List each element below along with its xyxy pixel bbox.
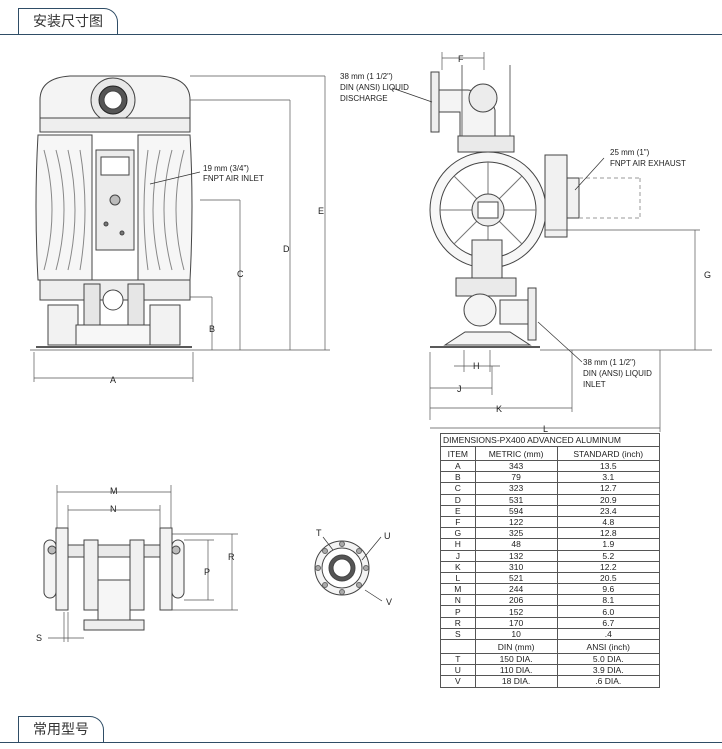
air-inlet-label: FNPT AIR INLET bbox=[203, 174, 264, 183]
side-view-pump bbox=[429, 65, 641, 348]
dim-label-g: G bbox=[704, 270, 711, 280]
dim-label-d: D bbox=[283, 244, 290, 254]
discharge-size: 38 mm (1 1/2") bbox=[340, 72, 393, 81]
liquid-inlet-size: 38 mm (1 1/2") bbox=[583, 358, 636, 367]
header-standard: STANDARD (inch) bbox=[556, 446, 661, 461]
section-divider bbox=[0, 742, 722, 743]
front-view-dimension-lines bbox=[30, 75, 330, 382]
discharge-type: DIN (ANSI) LIQUID bbox=[340, 83, 409, 92]
dim-label-b: B bbox=[209, 324, 215, 334]
dim-label-m: M bbox=[110, 486, 118, 496]
dim-label-h: H bbox=[473, 361, 480, 371]
liquid-inlet-label: INLET bbox=[583, 380, 606, 389]
dim-label-p: P bbox=[204, 567, 210, 577]
air-exhaust-label: FNPT AIR EXHAUST bbox=[610, 159, 686, 168]
side-view-dimension-lines bbox=[391, 52, 712, 432]
dim-label-n: N bbox=[110, 504, 117, 514]
header-din: DIN (mm) bbox=[474, 639, 558, 654]
dim-label-c: C bbox=[237, 269, 244, 279]
header-blank bbox=[440, 639, 476, 654]
discharge-label: DISCHARGE bbox=[340, 94, 388, 103]
dim-label-s: S bbox=[36, 633, 42, 643]
section-tab-install-dimensions[interactable]: 安装尺寸图 bbox=[18, 8, 118, 35]
header-item: ITEM bbox=[440, 446, 476, 461]
front-view-pump bbox=[35, 75, 193, 348]
table-title: DIMENSIONS-PX400 ADVANCED ALUMINUM bbox=[440, 433, 660, 447]
dim-label-k: K bbox=[496, 404, 502, 414]
air-exhaust-size: 25 mm (1") bbox=[610, 148, 650, 157]
air-inlet-size: 19 mm (3/4") bbox=[203, 164, 249, 173]
section-tab-common-models[interactable]: 常用型号 bbox=[18, 716, 104, 743]
dim-label-a: A bbox=[110, 375, 116, 385]
dimensions-table: DIMENSIONS-PX400 ADVANCED ALUMINUM ITEM … bbox=[440, 433, 661, 688]
dim-label-l: L bbox=[543, 424, 548, 434]
dim-label-r: R bbox=[228, 552, 235, 562]
top-view-pump bbox=[43, 527, 185, 631]
dim-label-j: J bbox=[457, 384, 462, 394]
header-ansi: ANSI (inch) bbox=[556, 639, 661, 654]
flange-view bbox=[314, 536, 383, 602]
header-metric: METRIC (mm) bbox=[474, 446, 558, 461]
dim-label-u: U bbox=[384, 531, 391, 541]
dim-label-e: E bbox=[318, 206, 324, 216]
liquid-inlet-type: DIN (ANSI) LIQUID bbox=[583, 369, 652, 378]
top-view-dimension-lines bbox=[48, 485, 238, 642]
dim-label-t: T bbox=[316, 528, 322, 538]
dim-label-v: V bbox=[386, 597, 392, 607]
dim-label-f: F bbox=[458, 54, 464, 64]
section-divider bbox=[0, 34, 722, 35]
